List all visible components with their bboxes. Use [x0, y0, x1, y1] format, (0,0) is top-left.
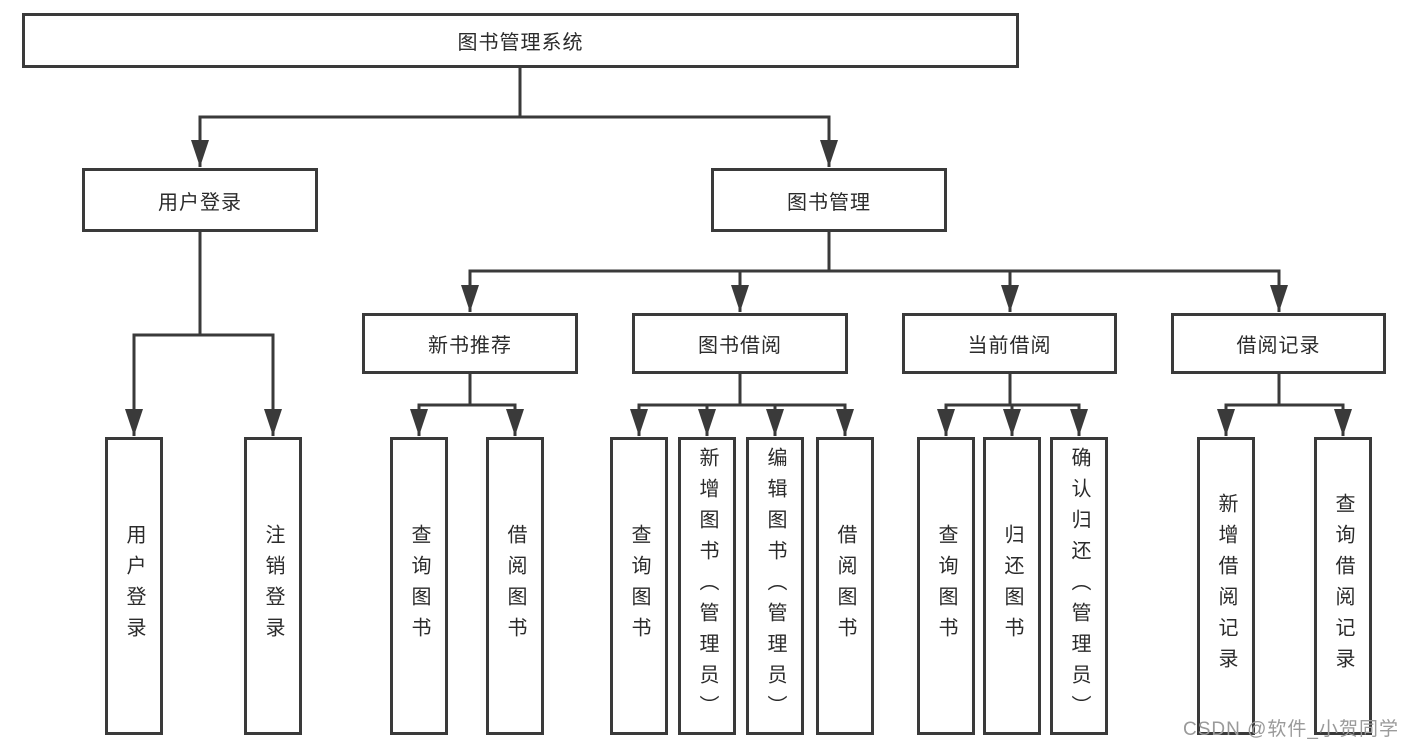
leaf-query-borrow-record: 查询借阅记录 [1314, 437, 1372, 735]
leaf-query-books-current: 查询图书 [917, 437, 975, 735]
node-borrowing-records: 借阅记录 [1171, 313, 1386, 374]
csdn-watermark: CSDN @软件_小贺同学 [1183, 719, 1399, 740]
leaf-borrow-books-recommend: 借阅图书 [486, 437, 544, 735]
leaf-logout: 注销登录 [244, 437, 302, 735]
leaf-confirm-return-admin: 确认归还（管理员） [1050, 437, 1108, 735]
node-library-management-system: 图书管理系统 [22, 13, 1019, 68]
leaf-query-books-recommend: 查询图书 [390, 437, 448, 735]
leaf-edit-book-admin: 编辑图书（管理员） [746, 437, 804, 735]
leaf-add-book-admin: 新增图书（管理员） [678, 437, 736, 735]
node-book-management: 图书管理 [711, 168, 947, 232]
leaf-add-borrow-record: 新增借阅记录 [1197, 437, 1255, 735]
leaf-borrow-books-borrowing: 借阅图书 [816, 437, 874, 735]
node-user-login: 用户登录 [82, 168, 318, 232]
leaf-query-books-borrowing: 查询图书 [610, 437, 668, 735]
leaf-return-books: 归还图书 [983, 437, 1041, 735]
node-book-borrowing: 图书借阅 [632, 313, 848, 374]
node-new-book-recommend: 新书推荐 [362, 313, 578, 374]
node-current-borrowing: 当前借阅 [902, 313, 1117, 374]
leaf-user-login: 用户登录 [105, 437, 163, 735]
